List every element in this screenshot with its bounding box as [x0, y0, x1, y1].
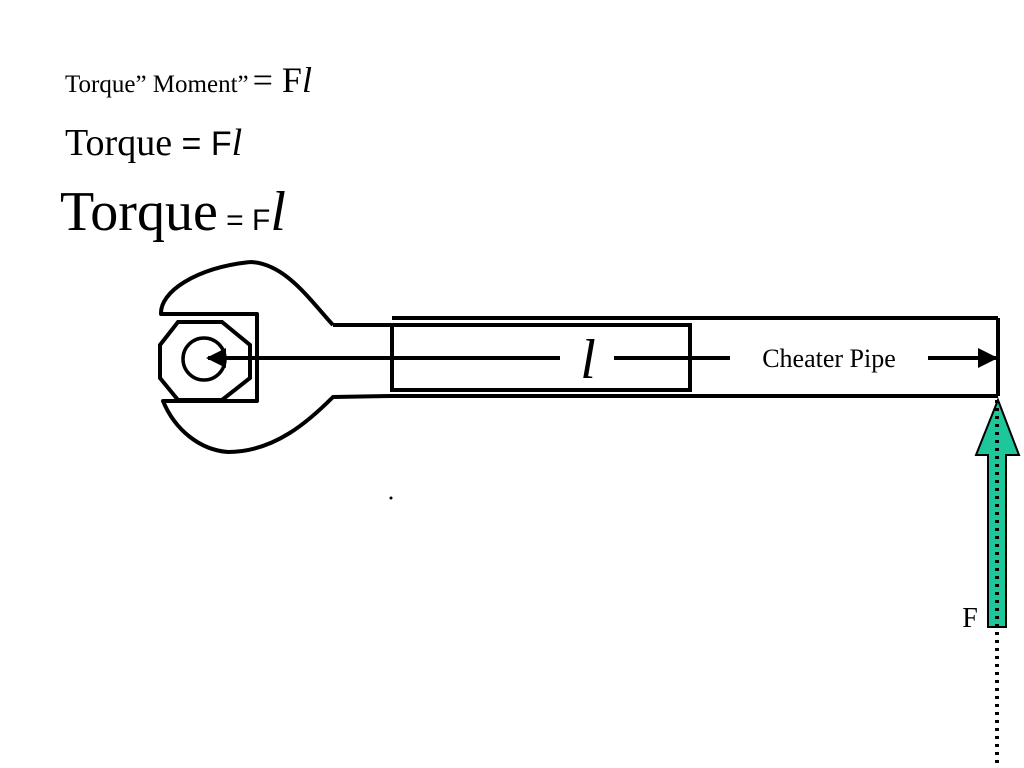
equals-sign: = — [217, 204, 253, 237]
torque-word: Torque — [65, 122, 173, 164]
length-symbol: l — [270, 181, 286, 243]
equals-F: = F — [252, 60, 302, 100]
length-symbol: l — [301, 60, 312, 100]
cheater-pipe-label: Cheater Pipe — [762, 344, 896, 373]
wrench-icon — [158, 260, 393, 454]
hex-nut-icon — [158, 320, 252, 402]
equation-torque-large: Torque = Fl — [60, 184, 286, 240]
equation-torque-moment: Torque” Moment” = Fl — [65, 62, 312, 98]
equals-F: = F — [172, 125, 232, 163]
force-label: F — [962, 603, 978, 634]
cheater-pipe — [392, 316, 1000, 398]
length-label: l — [580, 329, 596, 391]
stray-dot — [389, 496, 393, 500]
equation-torque-medium: Torque = Fl — [65, 124, 242, 162]
force-symbol: F — [252, 204, 271, 237]
torque-word: Torque — [60, 181, 218, 243]
length-symbol: l — [231, 122, 243, 164]
torque-moment-word: Torque” Moment” — [65, 71, 249, 98]
